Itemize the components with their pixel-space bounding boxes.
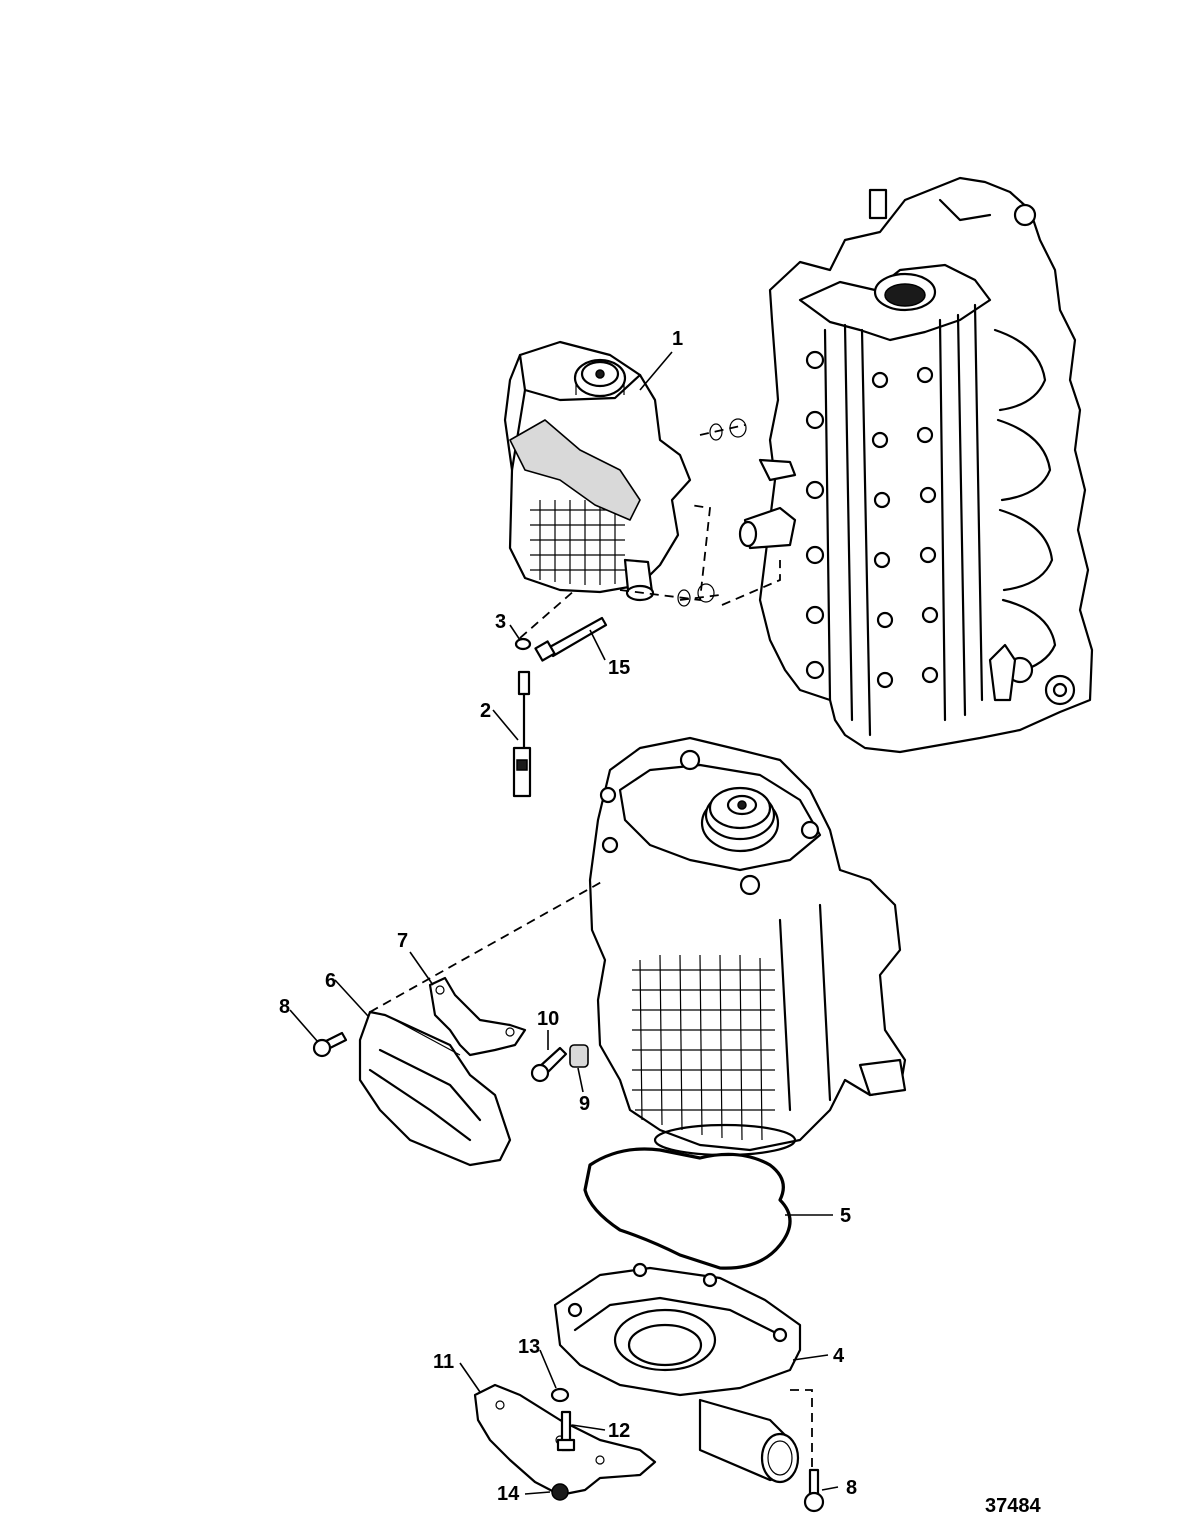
bracket-7 <box>428 976 527 1057</box>
stud-10 <box>530 1046 568 1083</box>
callout-2: 2 <box>480 700 491 722</box>
bolt-15 <box>534 616 608 662</box>
callout-7: 7 <box>397 930 408 952</box>
assembly-lines <box>369 424 813 1470</box>
callout-12: 12 <box>608 1420 630 1442</box>
washer-13 <box>550 1387 570 1403</box>
callout-labels: 1 2 3 4 5 6 7 8 8 9 10 11 12 13 14 15 <box>279 328 857 1505</box>
callout-5: 5 <box>840 1205 851 1227</box>
bolt-column-left <box>805 350 825 680</box>
supercharger-large <box>588 736 907 1157</box>
callout-8-lower: 8 <box>846 1477 857 1499</box>
leader-lines <box>289 351 839 1495</box>
callout-11: 11 <box>433 1351 454 1373</box>
supercharger-large-grid <box>632 954 775 1141</box>
bolt-column-right <box>916 366 939 684</box>
stud-12 <box>556 1410 576 1452</box>
callout-15: 15 <box>608 657 630 679</box>
supercharger-small <box>503 340 692 602</box>
callout-8-upper: 8 <box>279 996 290 1018</box>
callout-13: 13 <box>518 1336 540 1358</box>
supercharger-small-grid <box>530 500 625 585</box>
bolt-8-lower <box>803 1468 825 1513</box>
callout-10: 10 <box>537 1008 559 1030</box>
bolt-column-mid <box>871 371 894 689</box>
large-pulley <box>700 786 780 853</box>
dowel-9 <box>569 1044 589 1068</box>
callout-9: 9 <box>579 1093 590 1115</box>
callout-14: 14 <box>497 1483 520 1505</box>
bolt-8-upper <box>312 1031 348 1058</box>
gasket-5 <box>583 1147 792 1270</box>
callout-1: 1 <box>672 328 683 350</box>
callout-6: 6 <box>325 970 336 992</box>
engine-block <box>677 176 1094 754</box>
callout-3: 3 <box>495 611 506 633</box>
figure-number: 37484 <box>985 1495 1041 1517</box>
callout-4: 4 <box>833 1345 845 1367</box>
adapter-plate-4 <box>553 1262 802 1484</box>
washer-3 <box>514 637 532 651</box>
intake-duct-6 <box>358 1010 512 1167</box>
nut-14 <box>551 1483 569 1501</box>
sensor-2 <box>512 670 532 798</box>
